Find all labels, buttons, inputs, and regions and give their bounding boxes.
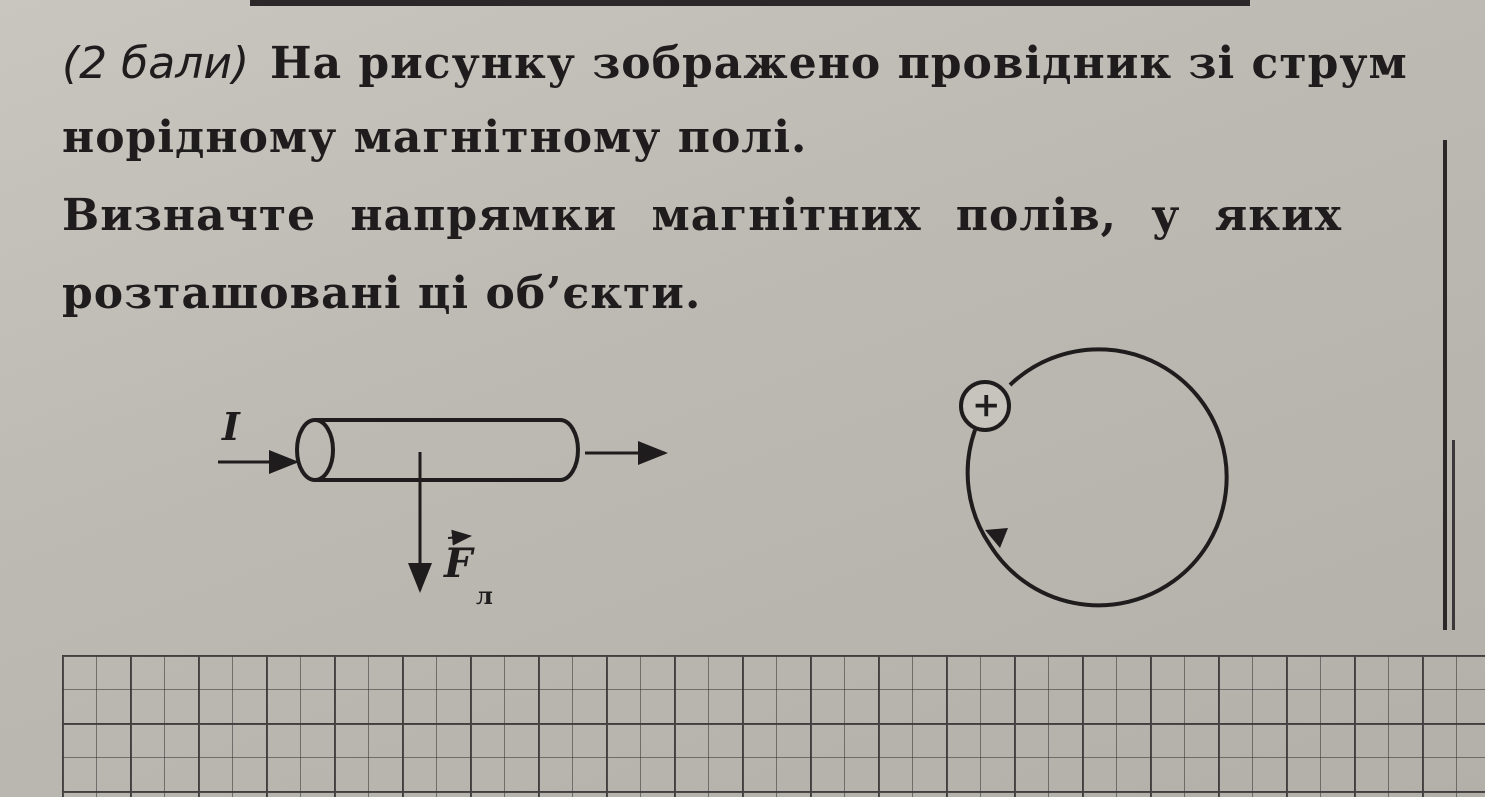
answer-grid [62, 655, 1485, 797]
answer-column-divider [1443, 140, 1447, 630]
conductor-cylinder [315, 418, 580, 482]
answer-column-divider-2 [1452, 440, 1455, 630]
force-symbol: F [444, 540, 473, 587]
positive-charge [959, 380, 1011, 432]
force-subscript: л [476, 581, 493, 610]
page-top-rule [250, 0, 1250, 6]
task-line-2: норідному магнітному полі. [62, 112, 808, 163]
vector-arrow-icon [447, 529, 472, 546]
current-label: I [222, 404, 240, 449]
task-line-1: На рисунку зображено провідник зі струм [270, 38, 1408, 89]
conductor-end [295, 418, 335, 482]
task-points: (2 бали) [62, 38, 250, 89]
task-line-4: розташовані ці об’єкти. [62, 268, 702, 319]
charge-sign: + [972, 385, 1001, 425]
charge-figure [959, 347, 1229, 608]
task-line-3: Визначте напрямки магнітних полів, у яки… [62, 190, 1342, 241]
trajectory-arrow [985, 528, 1008, 548]
charge-trajectory [965, 347, 1229, 608]
conductor-figure [218, 418, 668, 593]
